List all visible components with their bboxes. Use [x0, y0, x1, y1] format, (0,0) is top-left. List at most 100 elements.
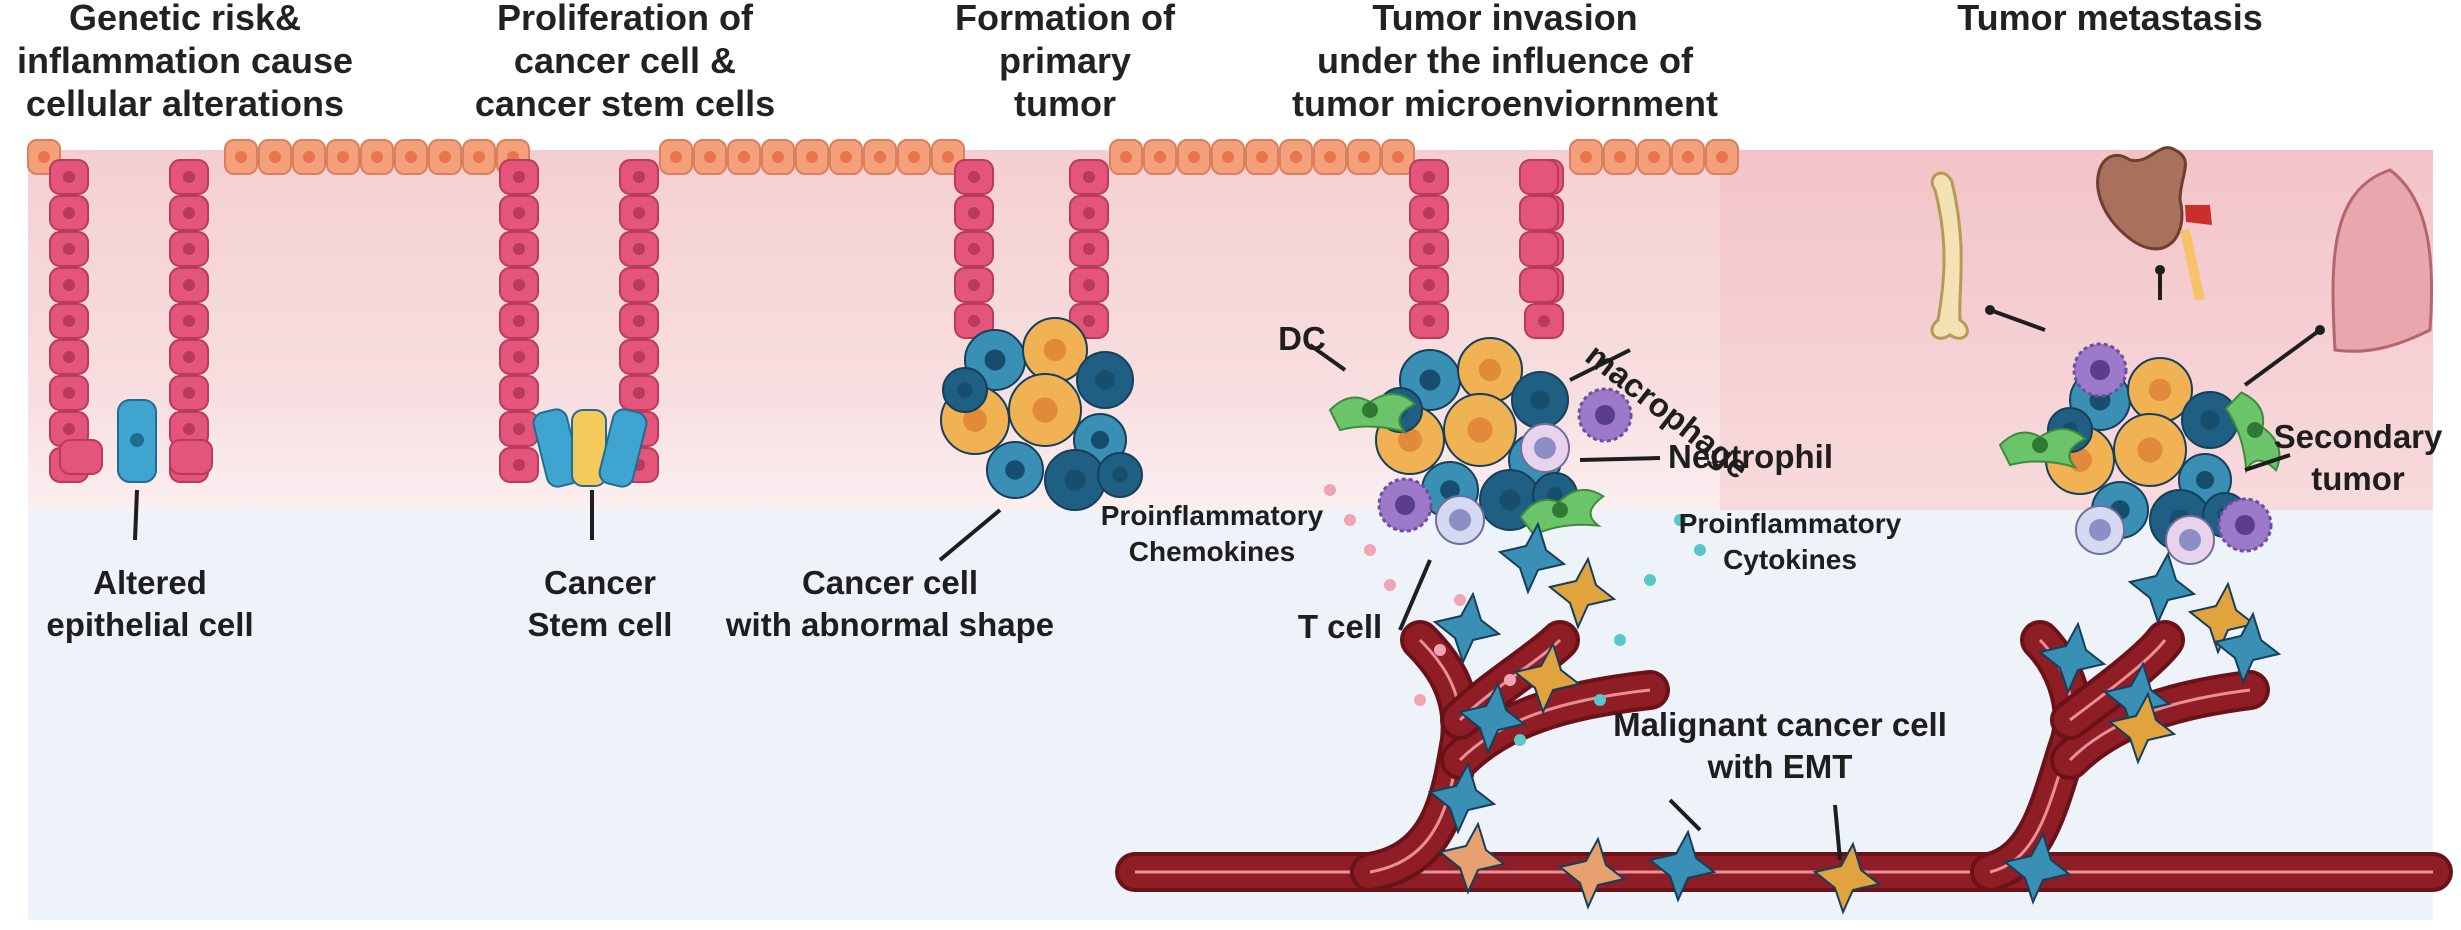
cell-nucleus	[2195, 470, 2215, 490]
label-pointers	[133, 265, 2325, 861]
cell-nucleus	[405, 151, 417, 163]
cell-nucleus	[1423, 279, 1435, 291]
cell-nucleus	[1324, 151, 1336, 163]
cell-nucleus	[371, 151, 383, 163]
stage-title-3: Formation of primary tumor	[955, 0, 1175, 124]
cell-nucleus	[1478, 358, 1502, 382]
signal-molecule	[1454, 594, 1466, 606]
crypt-cell	[1519, 267, 1559, 303]
signal-molecule	[1514, 734, 1526, 746]
label-cancer-stem-cell: Cancer Stem cell	[527, 564, 673, 643]
cell-nucleus	[1362, 402, 1378, 418]
cell-nucleus	[63, 423, 75, 435]
cell-nucleus	[1222, 151, 1234, 163]
signal-molecule	[1324, 484, 1336, 496]
signal-molecule	[1644, 574, 1656, 586]
cell-nucleus	[1580, 151, 1592, 163]
cell-nucleus	[1398, 428, 1422, 452]
crypt-cell	[1519, 159, 1559, 195]
cell-nucleus	[513, 351, 525, 363]
emt-cancer-cell	[2212, 611, 2282, 685]
signal-molecule	[1434, 644, 1446, 656]
cell-nucleus	[984, 349, 1006, 371]
cell-nucleus	[2089, 519, 2111, 541]
cell-nucleus	[1419, 369, 1441, 391]
cell-nucleus	[183, 279, 195, 291]
cell-nucleus	[513, 243, 525, 255]
cell-nucleus	[183, 171, 195, 183]
crypt-cell	[169, 439, 213, 475]
crypt-cell	[1519, 195, 1559, 231]
signal-molecule	[1364, 544, 1376, 556]
pointer-line	[1569, 348, 1631, 382]
cell-nucleus	[235, 151, 247, 163]
cell-nucleus	[1290, 151, 1302, 163]
arrowhead	[2155, 265, 2165, 275]
cell-nucleus	[2032, 437, 2048, 453]
cell-nucleus	[633, 243, 645, 255]
cell-nucleus	[183, 423, 195, 435]
pointer-line	[1398, 559, 1432, 631]
cell-nucleus	[1120, 151, 1132, 163]
crypt-cell	[1519, 231, 1559, 267]
cell-nucleus	[183, 387, 195, 399]
cell-nucleus	[513, 315, 525, 327]
crypt-cell	[59, 439, 103, 475]
stage-title-5: Tumor metastasis	[1957, 0, 2263, 38]
cell-nucleus	[473, 151, 485, 163]
cell-nucleus	[1534, 437, 1556, 459]
cell-nucleus	[513, 207, 525, 219]
cell-nucleus	[633, 315, 645, 327]
blood-vessels	[1115, 620, 2453, 892]
signal-molecule	[1414, 694, 1426, 706]
cell-nucleus	[130, 433, 144, 447]
cell-nucleus	[63, 243, 75, 255]
cell-nucleus	[1083, 207, 1095, 219]
cell-nucleus	[1090, 430, 1110, 450]
signal-molecule	[1384, 579, 1396, 591]
cell-nucleus	[1083, 315, 1095, 327]
target-organs	[1930, 146, 2434, 353]
cell-nucleus	[1423, 171, 1435, 183]
cell-nucleus	[1392, 151, 1404, 163]
cell-nucleus	[1648, 151, 1660, 163]
cell-nucleus	[183, 207, 195, 219]
cell-nucleus	[439, 151, 451, 163]
cell-nucleus	[513, 279, 525, 291]
pointer-line	[1668, 798, 1702, 832]
cell-nucleus	[968, 207, 980, 219]
label-secondary-tumor: Secondary tumor	[2273, 418, 2443, 497]
cell-nucleus	[513, 387, 525, 399]
cell-nucleus	[303, 151, 315, 163]
cell-nucleus	[2137, 437, 2163, 463]
cell-nucleus	[968, 243, 980, 255]
emt-cancer-cell	[1497, 521, 1567, 595]
cell-nucleus	[1083, 171, 1095, 183]
cell-nucleus	[968, 315, 980, 327]
cell-nucleus	[1614, 151, 1626, 163]
cell-nucleus	[908, 151, 920, 163]
cell-nucleus	[1423, 315, 1435, 327]
cell-nucleus	[2247, 422, 2263, 438]
cell-nucleus	[633, 207, 645, 219]
pointer-line	[1833, 804, 1842, 861]
ureter	[2180, 228, 2205, 302]
label-emt-cancer-cell: Malignant cancer cell with EMT	[1613, 706, 1947, 785]
cell-nucleus	[63, 351, 75, 363]
emt-cancer-cell	[1512, 641, 1582, 715]
emt-cancer-cell	[1432, 591, 1502, 665]
cell-nucleus	[806, 151, 818, 163]
pointer-line	[1308, 343, 1347, 372]
cancer-stem-cell	[598, 408, 648, 488]
cell-nucleus	[1538, 315, 1550, 327]
cell-nucleus	[183, 243, 195, 255]
emt-cancer-cell	[2037, 621, 2107, 695]
cell-nucleus	[2179, 529, 2201, 551]
signal-molecule	[1614, 634, 1626, 646]
cell-nucleus	[63, 171, 75, 183]
cell-nucleus	[1043, 338, 1067, 362]
cell-nucleus	[1449, 509, 1471, 531]
signal-molecule	[1594, 694, 1606, 706]
cell-nucleus	[968, 279, 980, 291]
label-neutrophil: Neutrophil	[1668, 438, 1833, 475]
